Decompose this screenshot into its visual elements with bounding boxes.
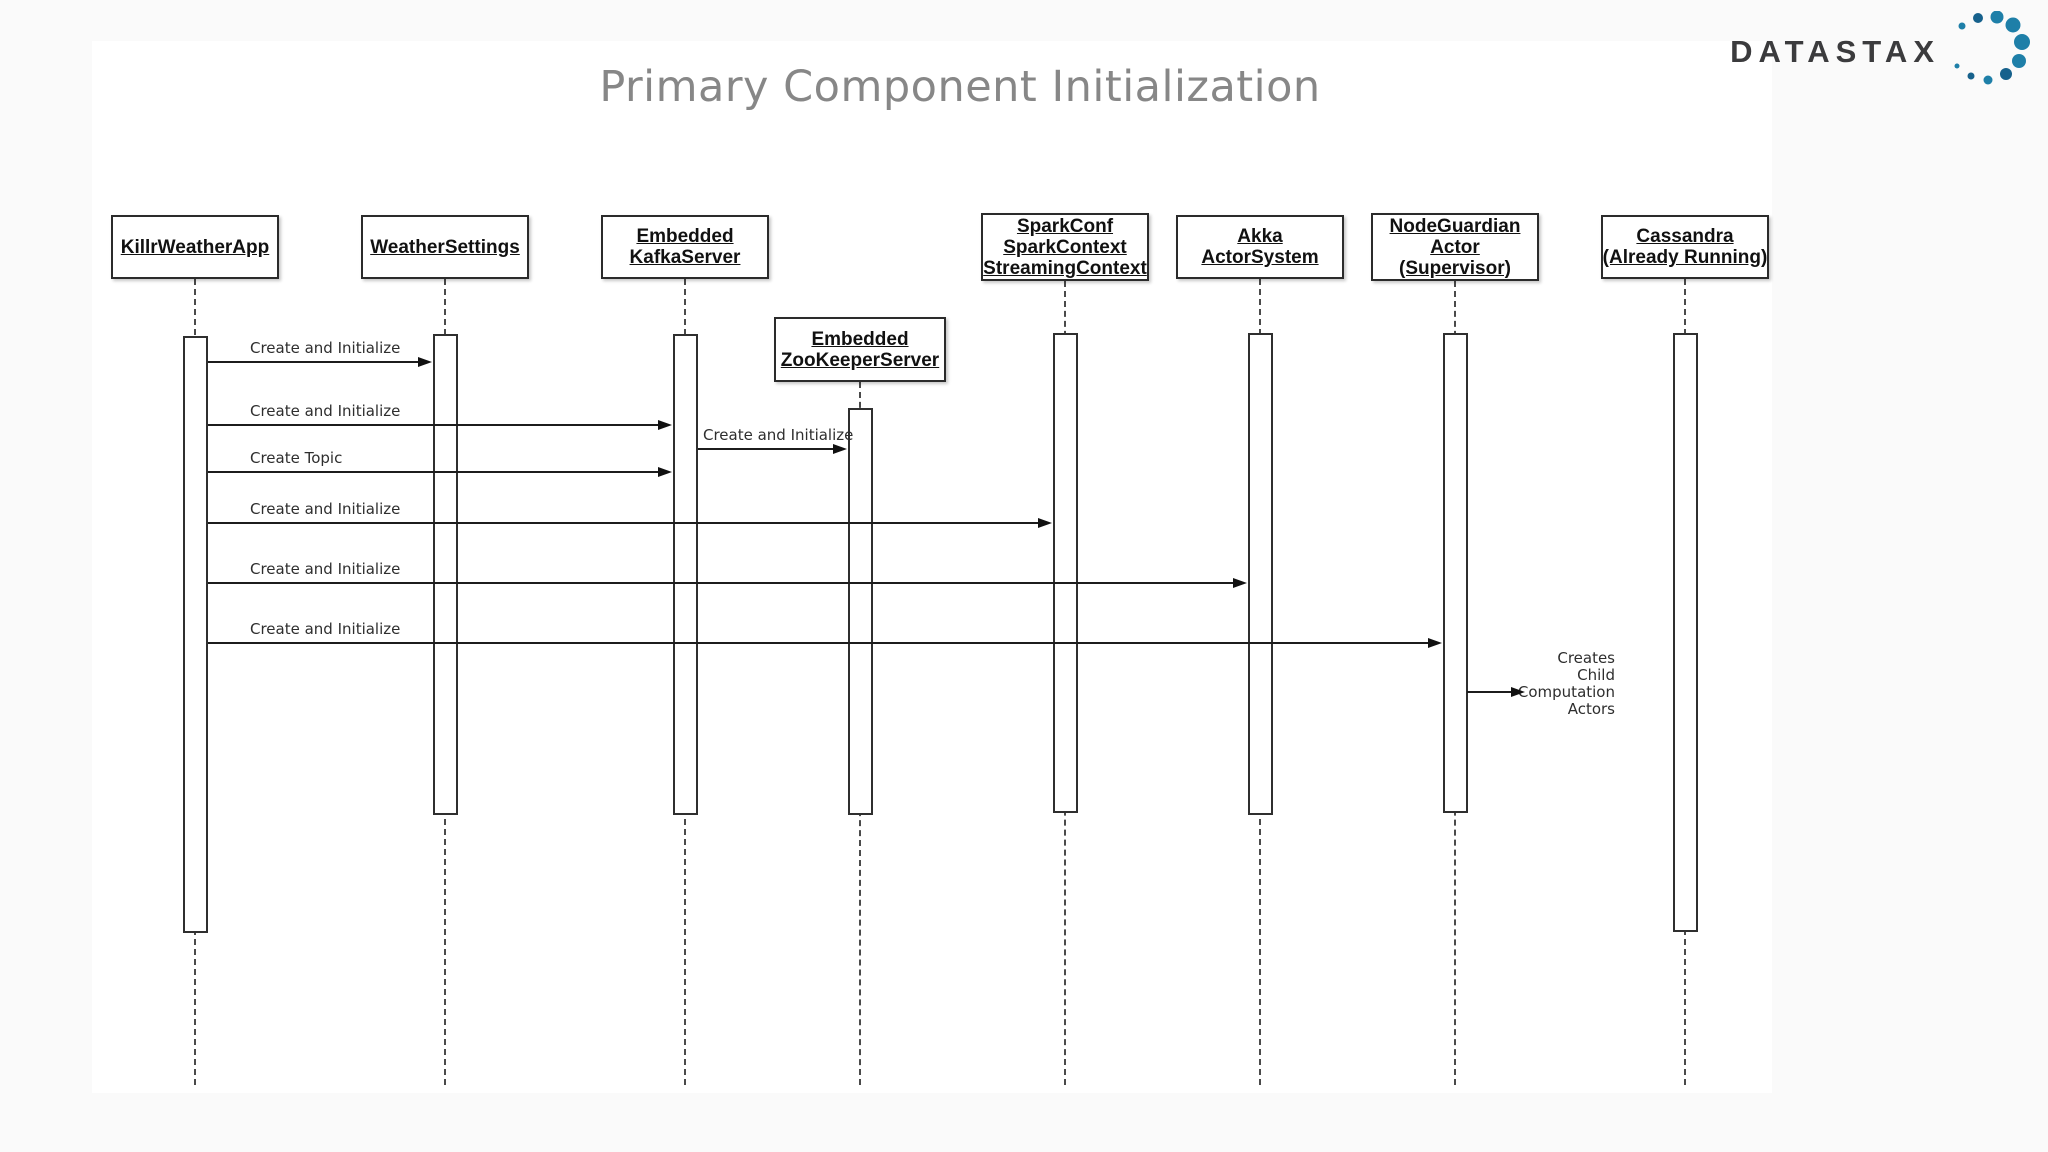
- participant-label: SparkContext: [1003, 236, 1127, 258]
- message-arrowhead-icon: [658, 467, 672, 477]
- participant-label: ActorSystem: [1201, 247, 1319, 268]
- message-arrow: [208, 424, 662, 426]
- message-label: Create and Initialize: [250, 500, 401, 518]
- message-arrow: [208, 522, 1042, 524]
- page-title: Primary Component Initialization: [599, 62, 1321, 112]
- message-label: Create and Initialize: [703, 426, 854, 444]
- activation-bar-node-guardian: [1442, 333, 1468, 813]
- message-arrowhead-icon: [1233, 578, 1247, 588]
- participant-label: KillrWeatherApp: [120, 236, 270, 258]
- activation-bar-kafka-server: [672, 334, 698, 815]
- participant-label: Akka: [1237, 226, 1283, 247]
- message-arrowhead-icon: [418, 357, 432, 367]
- message-arrow: [208, 642, 1432, 644]
- note-arrow: [1467, 691, 1511, 693]
- message-arrowhead-icon: [1428, 638, 1442, 648]
- message-label: Create and Initialize: [250, 560, 401, 578]
- participant-label: (Already Running): [1602, 247, 1768, 268]
- participant-box-killr-weather-app: KillrWeatherApp: [111, 215, 279, 279]
- participant-label: NodeGuardian: [1389, 215, 1521, 237]
- message-arrow: [208, 582, 1237, 584]
- message-arrowhead-icon: [833, 444, 847, 454]
- activation-bar-cassandra: [1672, 333, 1698, 932]
- participant-label: Actor: [1430, 236, 1480, 258]
- message-arrowhead-icon: [1038, 518, 1052, 528]
- participant-label: Embedded: [636, 226, 734, 247]
- note-arrowhead-icon: [1511, 687, 1525, 697]
- participant-label: StreamingContext: [983, 257, 1147, 279]
- message-label: Create and Initialize: [250, 339, 401, 357]
- participant-label: WeatherSettings: [370, 236, 520, 258]
- message-arrow: [698, 448, 837, 450]
- participant-box-weather-settings: WeatherSettings: [361, 215, 529, 279]
- participant-box-cassandra: Cassandra(Already Running): [1601, 215, 1769, 279]
- message-label: Create and Initialize: [250, 620, 401, 638]
- participant-label: SparkConf: [1016, 215, 1114, 237]
- message-label: Create and Initialize: [250, 402, 401, 420]
- message-label: Create Topic: [250, 449, 343, 467]
- message-arrowhead-icon: [658, 420, 672, 430]
- participant-label: Embedded: [811, 328, 909, 350]
- participant-label: Cassandra: [1636, 226, 1734, 247]
- datastax-logo: DATASTAX: [1730, 11, 2034, 86]
- participant-label: ZooKeeperServer: [780, 349, 940, 371]
- activation-bar-spark-context: [1052, 333, 1078, 813]
- activation-bar-killr-weather-app: [182, 336, 208, 933]
- participant-label: KafkaServer: [629, 247, 741, 268]
- activation-bar-zookeeper-server: [847, 408, 873, 815]
- message-arrow: [208, 361, 422, 363]
- participant-label: (Supervisor): [1399, 257, 1511, 279]
- activation-bar-weather-settings: [432, 334, 458, 815]
- datastax-logo-text: DATASTAX: [1730, 33, 1940, 69]
- message-arrow: [208, 471, 662, 473]
- activation-bar-akka-actor-system: [1247, 333, 1273, 815]
- datastax-logo-dots-icon: [1954, 11, 2030, 85]
